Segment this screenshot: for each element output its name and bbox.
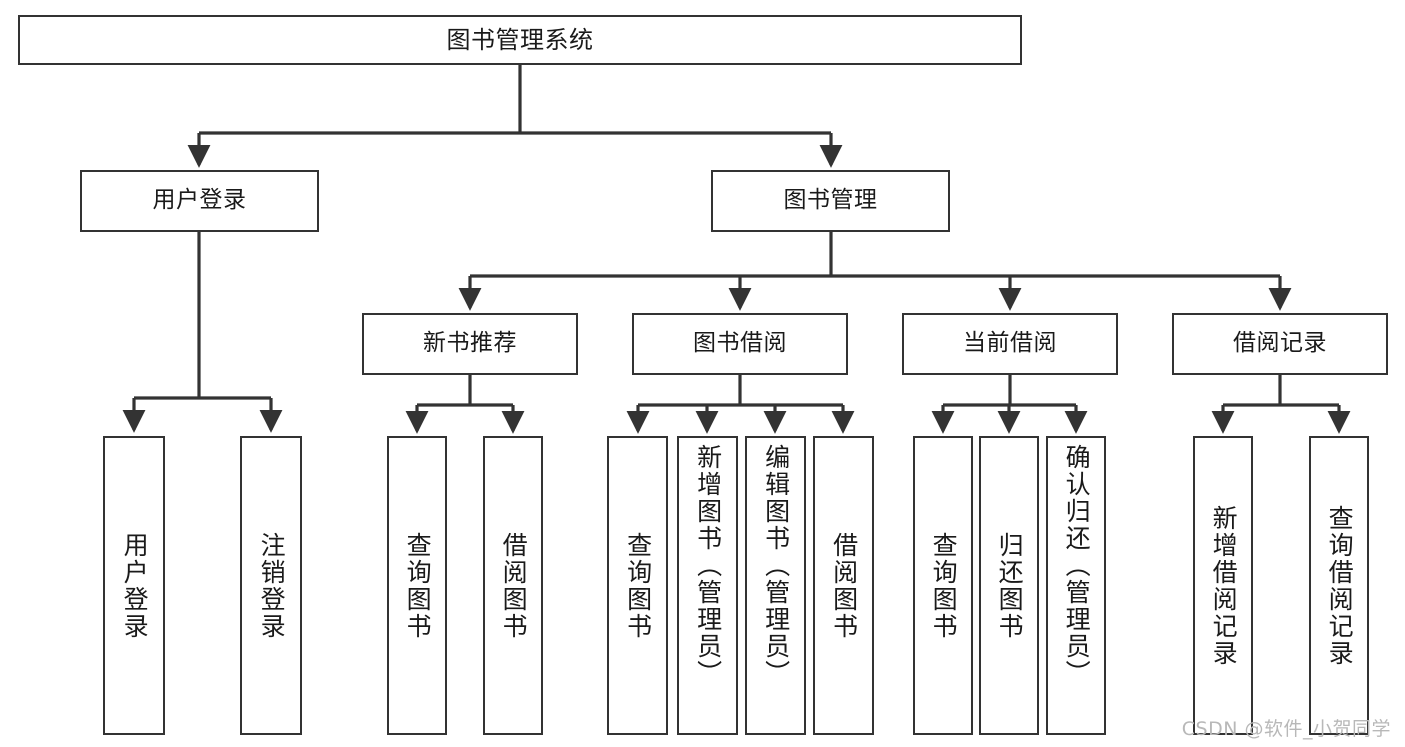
node-borrow-record-label: 借阅记录 <box>1233 330 1327 357</box>
node-leaf-confirm-return[interactable]: 确认归还（管理员） <box>1046 436 1106 735</box>
node-user-login[interactable]: 用户登录 <box>80 170 319 232</box>
node-leaf-query-book-3-label: 查询图书 <box>929 531 959 640</box>
node-leaf-borrow-book-2[interactable]: 借阅图书 <box>813 436 874 735</box>
node-leaf-add-book[interactable]: 新增图书（管理员） <box>677 436 738 735</box>
node-leaf-query-record[interactable]: 查询借阅记录 <box>1309 436 1369 735</box>
node-new-book-recommend[interactable]: 新书推荐 <box>362 313 578 375</box>
node-leaf-user-login-label: 用户登录 <box>120 531 150 640</box>
node-leaf-return-book-label: 归还图书 <box>995 531 1025 640</box>
node-root-label: 图书管理系统 <box>446 25 594 54</box>
node-leaf-query-record-label: 查询借阅记录 <box>1325 504 1355 667</box>
node-book-borrow[interactable]: 图书借阅 <box>632 313 848 375</box>
node-book-borrow-label: 图书借阅 <box>693 330 787 357</box>
node-leaf-add-book-label: 新增图书（管理员） <box>693 444 723 687</box>
node-leaf-query-book-1-label: 查询图书 <box>403 531 433 640</box>
node-leaf-logout-login[interactable]: 注销登录 <box>240 436 302 735</box>
node-new-book-recommend-label: 新书推荐 <box>423 330 517 357</box>
node-leaf-return-book[interactable]: 归还图书 <box>979 436 1039 735</box>
node-leaf-edit-book[interactable]: 编辑图书（管理员） <box>745 436 806 735</box>
node-book-management[interactable]: 图书管理 <box>711 170 950 232</box>
node-leaf-logout-login-label: 注销登录 <box>257 531 287 640</box>
node-current-borrow-label: 当前借阅 <box>963 330 1057 357</box>
node-leaf-query-book-1[interactable]: 查询图书 <box>387 436 447 735</box>
node-leaf-borrow-book-1-label: 借阅图书 <box>499 531 529 640</box>
node-user-login-label: 用户登录 <box>152 187 247 214</box>
csdn-watermark: CSDN @软件_小贺同学 <box>1181 718 1391 740</box>
node-leaf-add-record-label: 新增借阅记录 <box>1209 504 1239 667</box>
node-leaf-borrow-book-1[interactable]: 借阅图书 <box>483 436 543 735</box>
node-leaf-edit-book-label: 编辑图书（管理员） <box>761 444 791 687</box>
node-leaf-add-record[interactable]: 新增借阅记录 <box>1193 436 1253 735</box>
node-borrow-record[interactable]: 借阅记录 <box>1172 313 1388 375</box>
node-current-borrow[interactable]: 当前借阅 <box>902 313 1118 375</box>
node-leaf-borrow-book-2-label: 借阅图书 <box>829 531 859 640</box>
node-leaf-query-book-2[interactable]: 查询图书 <box>607 436 668 735</box>
node-leaf-query-book-2-label: 查询图书 <box>623 531 653 640</box>
node-leaf-user-login[interactable]: 用户登录 <box>103 436 165 735</box>
node-leaf-query-book-3[interactable]: 查询图书 <box>913 436 973 735</box>
node-book-management-label: 图书管理 <box>783 187 878 214</box>
node-root[interactable]: 图书管理系统 <box>18 15 1022 65</box>
node-leaf-confirm-return-label: 确认归还（管理员） <box>1062 444 1092 687</box>
